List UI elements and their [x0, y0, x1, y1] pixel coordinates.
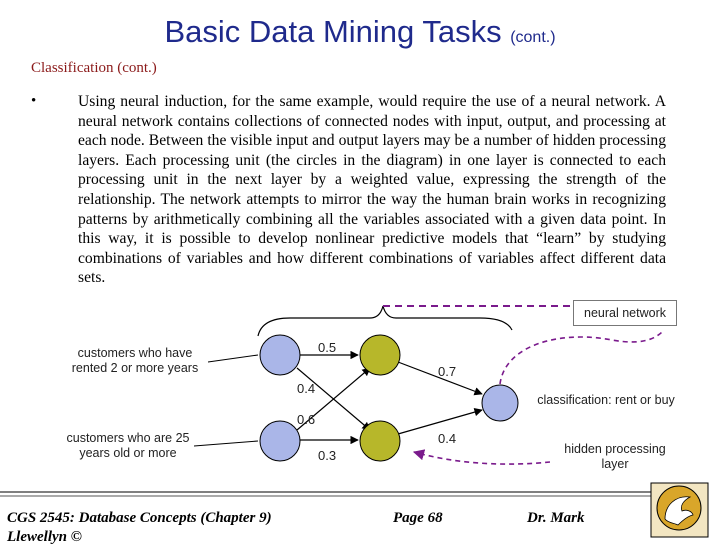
weight-h2-out: 0.4	[438, 431, 457, 446]
hidden-layer-label: hidden processing layer	[550, 440, 680, 478]
body-paragraph: Using neural induction, for the same exa…	[78, 93, 666, 287]
hidden-node-1	[359, 334, 401, 376]
input-node-2	[259, 420, 301, 462]
slide-title: Basic Data Mining Tasks (cont.)	[0, 14, 720, 50]
title-cont: (cont.)	[510, 29, 556, 46]
output-node	[481, 384, 519, 422]
edge-h2-out	[397, 408, 483, 435]
footer-author: Dr. Mark	[527, 510, 585, 526]
weight-in2-h2: 0.3	[318, 448, 337, 463]
hidden-node-2	[359, 420, 401, 462]
output-label: classification: rent or buy	[536, 393, 676, 427]
input2-label: customers who are 25 years old or more	[62, 430, 194, 464]
hidden-layer-pointer	[412, 449, 551, 465]
weight-in1-h2: 0.4	[297, 381, 316, 396]
footer-overflow: Llewellyn ©	[7, 529, 82, 545]
weight-in1-h1: 0.5	[318, 340, 337, 355]
neural-network-label: neural network	[573, 300, 677, 326]
ucf-pegasus-logo-icon	[650, 482, 709, 538]
title-main: Basic Data Mining Tasks	[164, 14, 502, 49]
pointer-input1	[207, 354, 259, 363]
input1-label: customers who have rented 2 or more year…	[62, 344, 208, 379]
bullet-marker: •	[31, 93, 37, 109]
footer-course: CGS 2545: Database Concepts (Chapter 9)	[7, 510, 272, 526]
brace-shape	[257, 305, 513, 337]
edge-in2-h1	[296, 367, 371, 431]
pointer-input2	[193, 440, 259, 447]
weight-in2-h1: 0.6	[297, 412, 316, 427]
slide-subtitle: Classification (cont.)	[31, 60, 157, 76]
edge-h1-out	[397, 361, 483, 396]
footer-page: Page 68	[393, 510, 443, 526]
input-node-1	[259, 334, 301, 376]
output-pointer	[499, 329, 665, 385]
weight-h1-out: 0.7	[438, 364, 457, 379]
footer-band	[0, 482, 709, 538]
